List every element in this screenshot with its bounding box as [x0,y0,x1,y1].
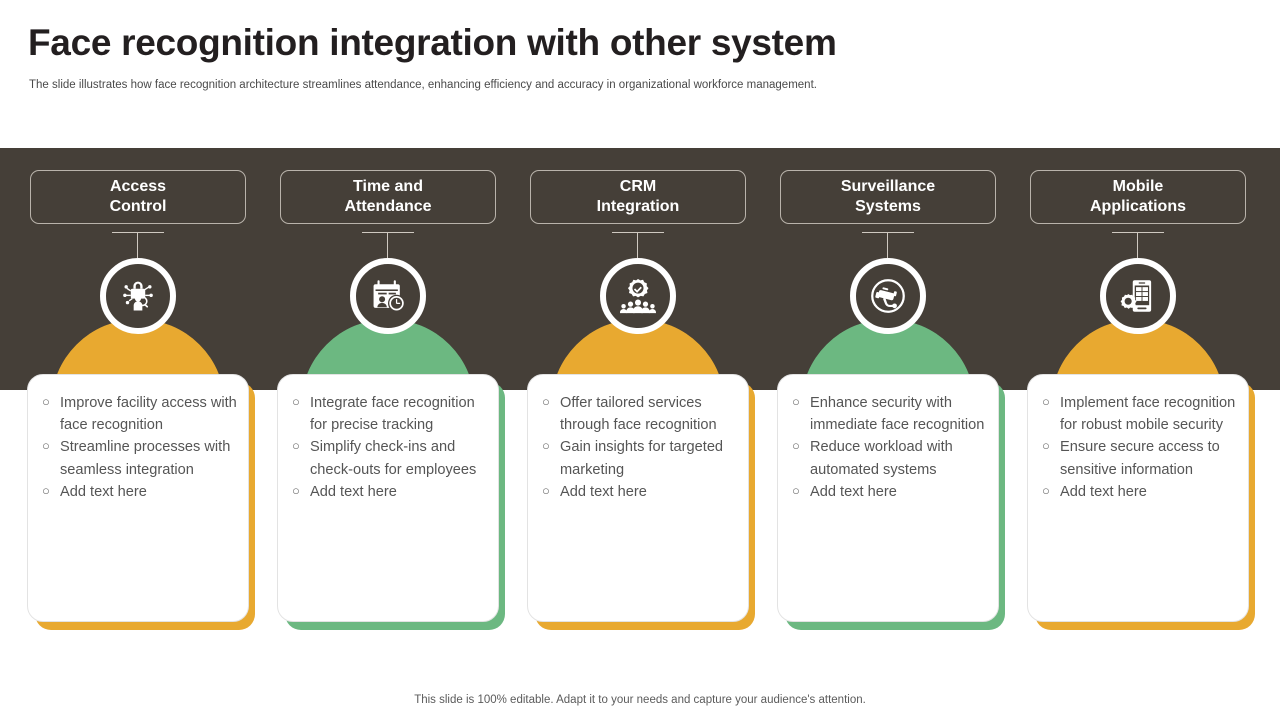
bullet-marker-icon: ○ [292,438,300,454]
column-header-pill[interactable]: Mobile Applications [1030,170,1246,224]
content-card: ○ Improve facility access with face recog… [27,374,255,630]
column-2: Time and Attendance ○ Integrate face reco… [263,148,513,648]
footer-note: This slide is 100% editable. Adapt it to… [414,694,866,706]
list-item[interactable]: ○ Reduce workload with automated systems [790,436,988,480]
bullet-marker-icon: ○ [42,438,50,454]
bullet-marker-icon: ○ [542,482,550,498]
list-item-label: Add text here [1060,483,1147,500]
page-subtitle: The slide illustrates how face recogniti… [29,79,817,91]
column-header-pill[interactable]: Access Control [30,170,246,224]
bullet-marker-icon: ○ [542,394,550,409]
column-3: CRM Integration ○ Offer tailored services… [513,148,763,648]
list-item-label: Reduce workload with automated systems [810,439,953,478]
list-item-label: Add text here [310,483,397,500]
card-surface: ○ Implement face recognition for robust m… [1027,374,1249,622]
connector-vertical-line [1137,232,1138,258]
page-title: Face recognition integration with other … [28,22,837,63]
column-header-label: Surveillance Systems [840,177,936,215]
list-item-label: Add text here [560,483,647,500]
content-card: ○ Implement face recognition for robust m… [1027,374,1255,630]
calendar-clock-icon [350,258,426,334]
column-1: Access Control ○ Improve facility access … [13,148,263,648]
list-item-label: Add text here [810,483,897,500]
card-surface: ○ Offer tailored services through face re… [527,374,749,622]
connector-horizontal-tick [112,232,164,233]
list-item[interactable]: ○ Enhance security with immediate face re… [790,392,988,436]
list-item[interactable]: ○ Add text here [790,481,988,503]
column-header-label: Mobile Applications [1089,177,1186,215]
list-item[interactable]: ○ Implement face recognition for robust m… [1040,392,1238,436]
list-item-label: Implement face recognition for robust mo… [1060,395,1236,434]
connector-vertical-line [887,232,888,258]
list-item[interactable]: ○ Streamline processes with seamless inte… [40,436,238,480]
card-surface: ○ Integrate face recognition for precise … [277,374,499,622]
slide-header: Face recognition integration with other … [0,0,1280,148]
bullet-marker-icon: ○ [42,394,50,409]
list-item[interactable]: ○ Integrate face recognition for precise … [290,392,488,436]
list-item[interactable]: ○ Add text here [1040,481,1238,503]
bullet-marker-icon: ○ [792,394,800,409]
padlock-network-person-icon [100,258,176,334]
list-item[interactable]: ○ Add text here [40,481,238,503]
list-item-label: Integrate face recognition for precise t… [310,395,475,434]
bullet-list: ○ Offer tailored services through face re… [540,392,738,503]
bullet-marker-icon: ○ [792,482,800,498]
list-item[interactable]: ○ Add text here [540,481,738,503]
connector-horizontal-tick [612,232,664,233]
list-item[interactable]: ○ Add text here [290,481,488,503]
bullet-marker-icon: ○ [1042,438,1050,454]
bullet-marker-icon: ○ [1042,394,1050,409]
column-4: Surveillance Systems ○ Enhance security w… [763,148,1013,648]
bullet-marker-icon: ○ [42,482,50,498]
content-card: ○ Integrate face recognition for precise … [277,374,505,630]
bullet-marker-icon: ○ [292,394,300,409]
bullet-list: ○ Implement face recognition for robust m… [1040,392,1238,503]
list-item[interactable]: ○ Offer tailored services through face re… [540,392,738,436]
bullet-marker-icon: ○ [542,438,550,454]
column-header-pill[interactable]: CRM Integration [530,170,746,224]
connector-vertical-line [387,232,388,258]
card-surface: ○ Improve facility access with face recog… [27,374,249,622]
list-item-label: Simplify check-ins and check-outs for em… [310,439,477,478]
bullet-marker-icon: ○ [292,482,300,498]
list-item-label: Improve facility access with face recogn… [60,395,237,434]
column-header-label: CRM Integration [596,177,680,215]
list-item-label: Enhance security with immediate face rec… [810,395,985,434]
connector-vertical-line [637,232,638,258]
connector-horizontal-tick [362,232,414,233]
bullet-list: ○ Enhance security with immediate face re… [790,392,988,503]
bullet-marker-icon: ○ [1042,482,1050,498]
bullet-list: ○ Improve facility access with face recog… [40,392,238,503]
connector-vertical-line [137,232,138,258]
list-item[interactable]: ○ Improve facility access with face recog… [40,392,238,436]
list-item[interactable]: ○ Ensure secure access to sensitive infor… [1040,436,1238,480]
list-item-label: Add text here [60,483,147,500]
connector-horizontal-tick [1112,232,1164,233]
gear-check-people-icon [600,258,676,334]
cctv-camera-icon [850,258,926,334]
list-item-label: Streamline processes with seamless integ… [60,439,231,478]
columns-container: Access Control ○ Improve facility access … [0,148,1280,648]
list-item-label: Gain insights for targeted marketing [560,439,724,478]
smartphone-gear-icon [1100,258,1176,334]
list-item[interactable]: ○ Gain insights for targeted marketing [540,436,738,480]
list-item-label: Ensure secure access to sensitive inform… [1060,439,1220,478]
card-surface: ○ Enhance security with immediate face re… [777,374,999,622]
content-card: ○ Offer tailored services through face re… [527,374,755,630]
bullet-list: ○ Integrate face recognition for precise … [290,392,488,503]
column-header-label: Access Control [109,177,167,215]
column-header-pill[interactable]: Time and Attendance [280,170,496,224]
column-header-label: Time and Attendance [344,177,432,215]
column-header-pill[interactable]: Surveillance Systems [780,170,996,224]
list-item-label: Offer tailored services through face rec… [560,395,717,434]
bullet-marker-icon: ○ [792,438,800,454]
column-5: Mobile Applications ○ Implement face reco… [1013,148,1263,648]
content-card: ○ Enhance security with immediate face re… [777,374,1005,630]
connector-horizontal-tick [862,232,914,233]
list-item[interactable]: ○ Simplify check-ins and check-outs for e… [290,436,488,480]
